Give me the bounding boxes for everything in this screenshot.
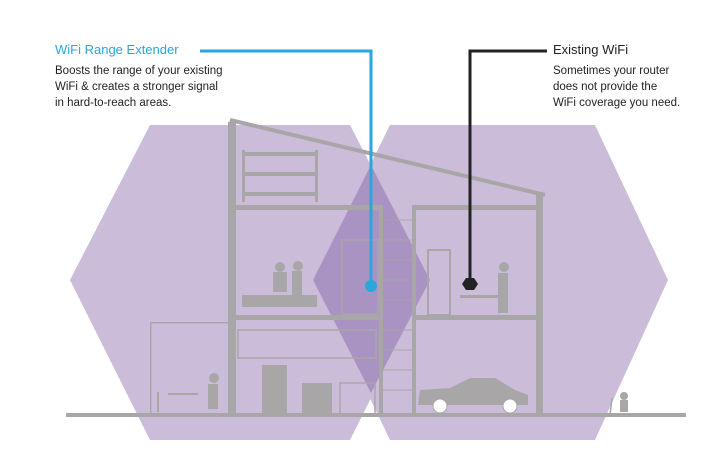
- extender-description-line: Boosts the range of your existing: [55, 65, 223, 77]
- router-device-icon: [462, 278, 478, 290]
- extender-description-line: in hard-to-reach areas.: [55, 97, 172, 109]
- router-callout-line: [468, 49, 547, 284]
- extender-callout-line: [200, 49, 373, 286]
- building: [66, 118, 686, 417]
- existing-wifi-title: Existing WiFi: [553, 42, 629, 57]
- extender-title: WiFi Range Extender: [55, 42, 179, 57]
- router-coverage-area: [313, 125, 668, 440]
- extender-coverage-area: [70, 125, 430, 440]
- extender-description-line: WiFi & creates a stronger signal: [55, 81, 218, 93]
- extender-device-icon: [365, 280, 377, 292]
- existing-wifi-description-line: does not provide the: [553, 81, 658, 93]
- existing-wifi-description-line: Sometimes your router: [553, 65, 670, 77]
- existing-wifi-description-line: WiFi coverage you need.: [553, 97, 681, 109]
- existing-wifi-description: Sometimes your router does not provide t…: [553, 63, 680, 111]
- extender-description: Boosts the range of your existing WiFi &…: [55, 63, 223, 111]
